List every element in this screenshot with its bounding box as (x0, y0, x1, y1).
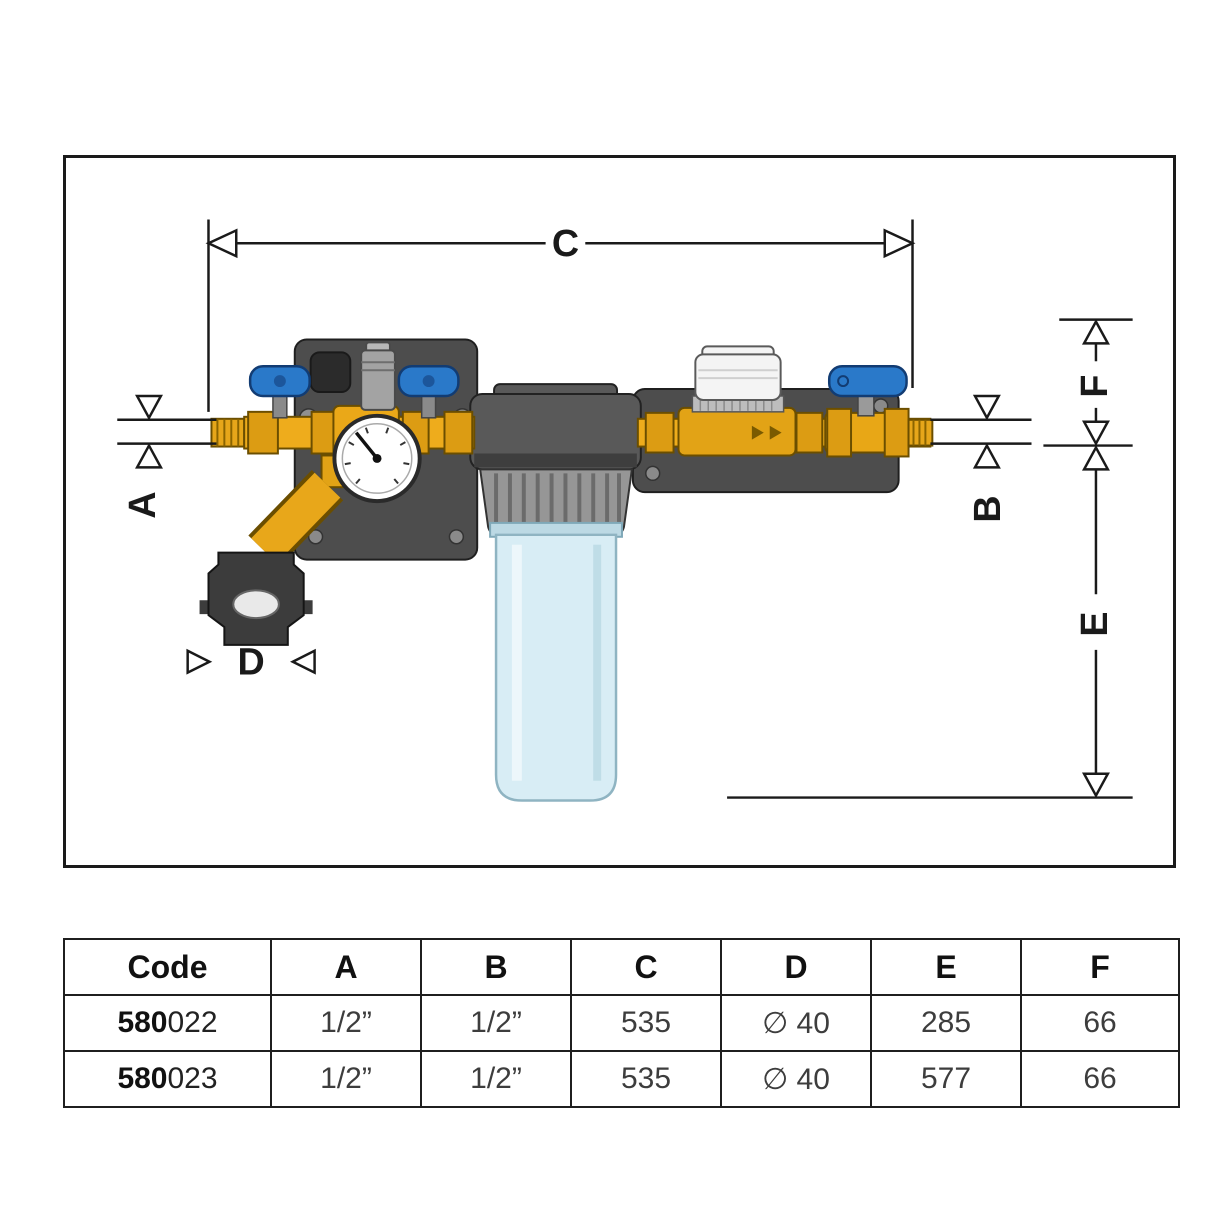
value-e: 577 (870, 1050, 1022, 1108)
col-header-code: Code (63, 938, 272, 996)
technical-drawing-frame: C A B D (63, 155, 1176, 868)
dim-label-f: F (1073, 375, 1115, 398)
dim-arrow-down-icon (135, 394, 163, 421)
dim-arrow-up-icon (972, 442, 1001, 469)
dim-label-e: E (1073, 611, 1115, 636)
value-c: 535 (570, 1050, 722, 1108)
dimension-f: F (1043, 318, 1133, 447)
filter-housing (469, 383, 642, 802)
dim-label-a: A (121, 491, 163, 518)
col-header-a: A (270, 938, 422, 996)
ball-valve-lever (827, 364, 908, 398)
dim-arrow-up-icon (135, 442, 163, 469)
col-header-d: D (720, 938, 872, 996)
col-header-c: C (570, 938, 722, 996)
dim-arrow-left-icon (290, 648, 316, 675)
code-suffix: 023 (167, 1062, 218, 1095)
dimension-b: B (930, 394, 1032, 523)
value-a: 1/2” (270, 994, 422, 1052)
value-b: 1/2” (420, 1050, 572, 1108)
col-header-f: F (1020, 938, 1180, 996)
value-e: 285 (870, 994, 1022, 1052)
col-header-e: E (870, 938, 1022, 996)
dimension-c: C (205, 219, 916, 412)
technical-drawing: C A B D (117, 219, 1133, 802)
dimension-d: D (186, 641, 316, 683)
dimensions-table: Code A B C D E F 580022 1/2” 1/2” 535 ∅ … (63, 938, 1180, 1108)
discharge-pipe (251, 472, 341, 564)
code-prefix: 580 (117, 1062, 168, 1095)
pressure-gauge (332, 413, 422, 504)
table-header-row: Code A B C D E F (63, 938, 1180, 996)
code-prefix: 580 (117, 1006, 168, 1039)
code-cell: 580023 (63, 1050, 272, 1108)
value-f: 66 (1020, 994, 1180, 1052)
dim-arrow-right-icon (883, 228, 916, 259)
table-row: 580023 1/2” 1/2” 535 ∅ 40 577 66 (63, 1050, 1180, 1108)
dimension-e: E (727, 444, 1133, 799)
dimension-a: A (117, 394, 217, 519)
dim-label-b: B (966, 495, 1008, 522)
dim-arrow-up-icon (1081, 444, 1110, 471)
dim-arrow-right-icon (186, 648, 213, 675)
dim-arrow-down-icon (972, 394, 1001, 421)
inlet-valve-handle (248, 364, 311, 419)
dim-label-c: C (552, 222, 579, 264)
value-f: 66 (1020, 1050, 1180, 1108)
outlet-valve-handle (397, 364, 460, 419)
value-a: 1/2” (270, 1050, 422, 1108)
dim-arrow-up-icon (1081, 319, 1110, 345)
dim-arrow-down-icon (1081, 420, 1110, 447)
table-row: 580022 1/2” 1/2” 535 ∅ 40 285 66 (63, 994, 1180, 1052)
ball-valve (824, 364, 910, 458)
adjustment-knob (360, 341, 396, 411)
code-cell: 580022 (63, 994, 272, 1052)
value-d: ∅ 40 (720, 1050, 872, 1108)
value-d: ∅ 40 (720, 994, 872, 1052)
value-c: 535 (570, 994, 722, 1052)
dim-label-d: D (238, 641, 265, 683)
right-pipework (636, 345, 934, 458)
discharge-funnel (199, 551, 313, 646)
dim-arrow-left-icon (205, 228, 238, 259)
filter-bowl (494, 533, 618, 802)
dim-arrow-down-icon (1081, 772, 1110, 799)
col-header-b: B (420, 938, 572, 996)
water-meter (677, 345, 797, 457)
value-b: 1/2” (420, 994, 572, 1052)
code-suffix: 022 (167, 1006, 218, 1039)
